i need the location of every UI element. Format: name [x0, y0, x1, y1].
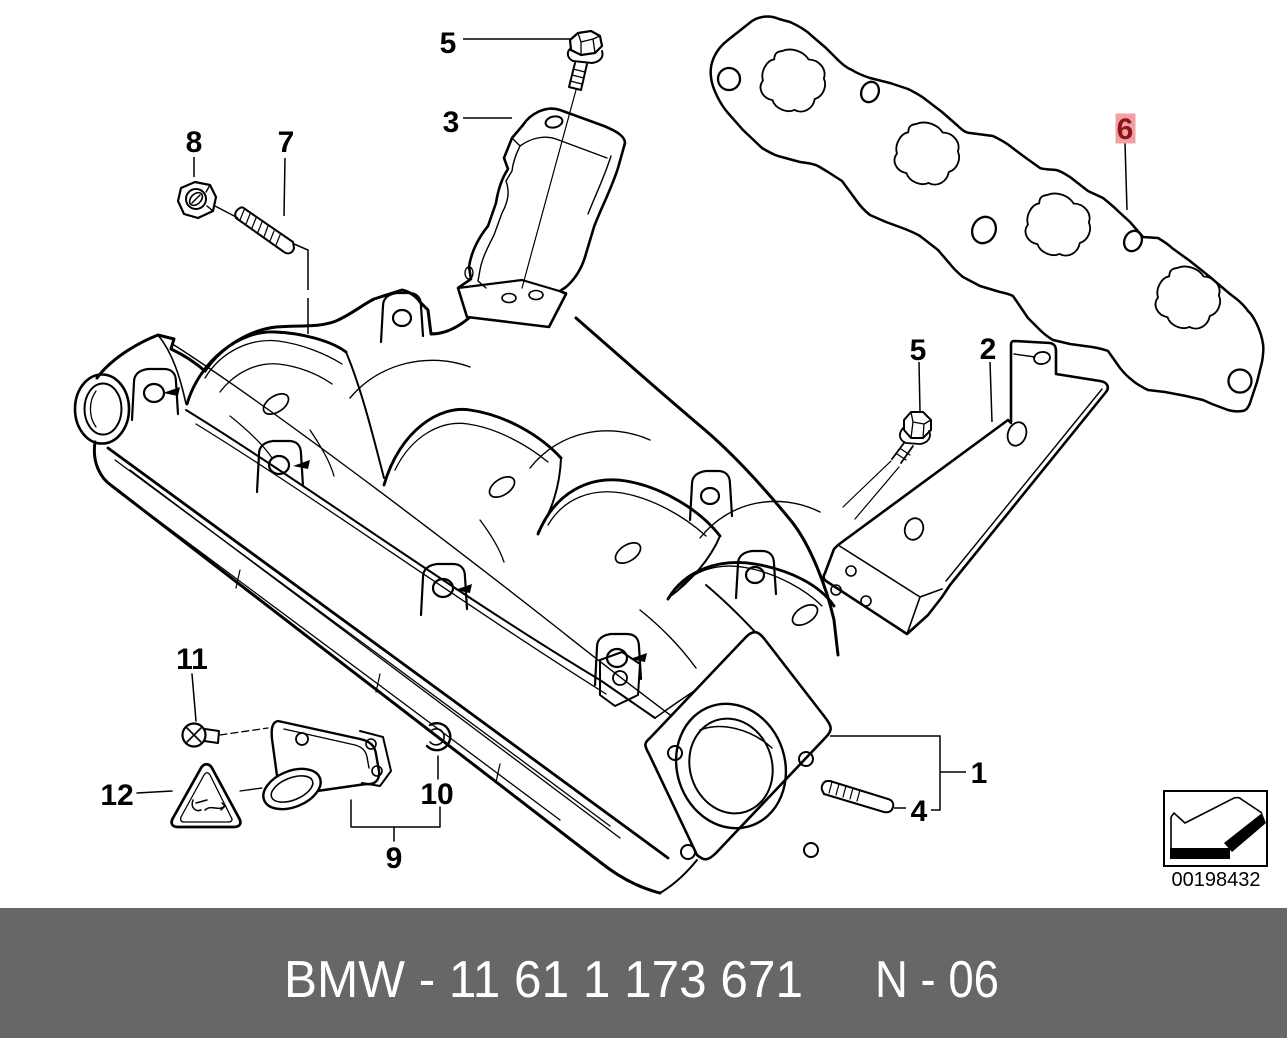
svg-text:BMW - 11 61 1 173 671: BMW - 11 61 1 173 671 [284, 951, 803, 1009]
svg-text:9: 9 [386, 842, 403, 875]
svg-text:00198432: 00198432 [1172, 869, 1261, 891]
svg-text:12: 12 [100, 779, 133, 812]
svg-text:6: 6 [1117, 113, 1134, 146]
svg-text:3: 3 [443, 106, 460, 139]
svg-text:8: 8 [186, 126, 203, 159]
svg-text:5: 5 [440, 27, 457, 60]
svg-text:2: 2 [980, 333, 997, 366]
svg-text:4: 4 [911, 795, 928, 828]
svg-text:5: 5 [910, 334, 927, 367]
svg-text:7: 7 [278, 126, 295, 159]
svg-text:1: 1 [971, 757, 988, 790]
svg-text:N - 06: N - 06 [875, 951, 999, 1009]
svg-text:11: 11 [176, 643, 208, 676]
svg-text:10: 10 [420, 778, 453, 811]
